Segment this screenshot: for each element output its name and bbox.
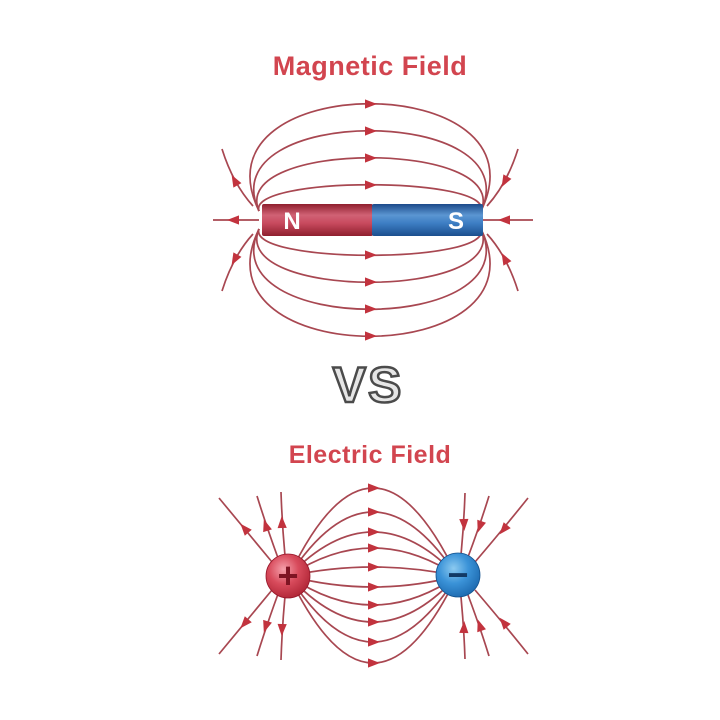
- positive-charge: +: [265, 553, 311, 599]
- arrow-icon: [365, 331, 377, 341]
- arrow-icon: [368, 562, 380, 572]
- arrow-icon: [459, 518, 469, 532]
- south-pole-label: S: [448, 208, 464, 235]
- arrow-icon: [365, 304, 377, 314]
- magnetic-field-title: Magnetic Field: [272, 51, 468, 81]
- field-line-arc: [288, 575, 458, 606]
- arrow-icon: [277, 515, 287, 529]
- arrow-icon: [368, 527, 380, 537]
- field-line-ray: [486, 233, 519, 292]
- arrow-icon: [497, 174, 512, 190]
- arrow-icon: [368, 637, 380, 647]
- magnet-north-half: [262, 204, 373, 236]
- arrow-icon: [473, 617, 486, 633]
- arrow-icon: [365, 250, 377, 260]
- arrow-icon: [227, 215, 239, 225]
- north-pole-label: N: [283, 208, 300, 235]
- negative-charge: −: [435, 552, 481, 598]
- magnet-south-half: [372, 204, 483, 236]
- arrow-icon: [227, 172, 242, 188]
- arrow-icon: [368, 658, 380, 668]
- arrow-icon: [459, 620, 469, 634]
- field-line-ray: [221, 233, 254, 292]
- arrow-icon: [368, 543, 380, 553]
- arrow-icon: [498, 215, 510, 225]
- arrow-icon: [368, 600, 380, 610]
- field-line-ray: [486, 148, 519, 207]
- arrow-icon: [497, 250, 512, 266]
- field-line-arc: [288, 575, 458, 623]
- field-line-loop: [252, 228, 488, 311]
- negative-charge-sphere: [435, 552, 481, 598]
- arrow-icon: [227, 252, 242, 268]
- positive-charge-sphere: [265, 553, 311, 599]
- arrow-icon: [365, 180, 377, 190]
- arrow-icon: [473, 519, 486, 535]
- electric-field-diagram: + −: [218, 483, 529, 668]
- arrow-icon: [368, 617, 380, 627]
- field-line-loop: [252, 129, 488, 212]
- arrow-icon: [365, 153, 377, 163]
- arrow-icon: [368, 507, 380, 517]
- arrow-icon: [365, 277, 377, 287]
- magnetic-field-diagram: N S: [213, 99, 533, 341]
- arrow-icon: [259, 517, 272, 533]
- field-line-ray: [221, 148, 254, 207]
- arrow-icon: [368, 582, 380, 592]
- arrow-icon: [277, 623, 287, 637]
- plus-sign-icon: +: [277, 555, 298, 596]
- arrow-icon: [368, 483, 380, 493]
- minus-sign-icon: −: [447, 554, 468, 595]
- bar-magnet: N S: [262, 204, 483, 236]
- arrow-icon: [259, 619, 272, 635]
- arrow-icon: [365, 126, 377, 136]
- vs-divider-label: VS: [331, 356, 404, 415]
- electric-field-title: Electric Field: [288, 441, 452, 469]
- arrow-icon: [365, 99, 377, 109]
